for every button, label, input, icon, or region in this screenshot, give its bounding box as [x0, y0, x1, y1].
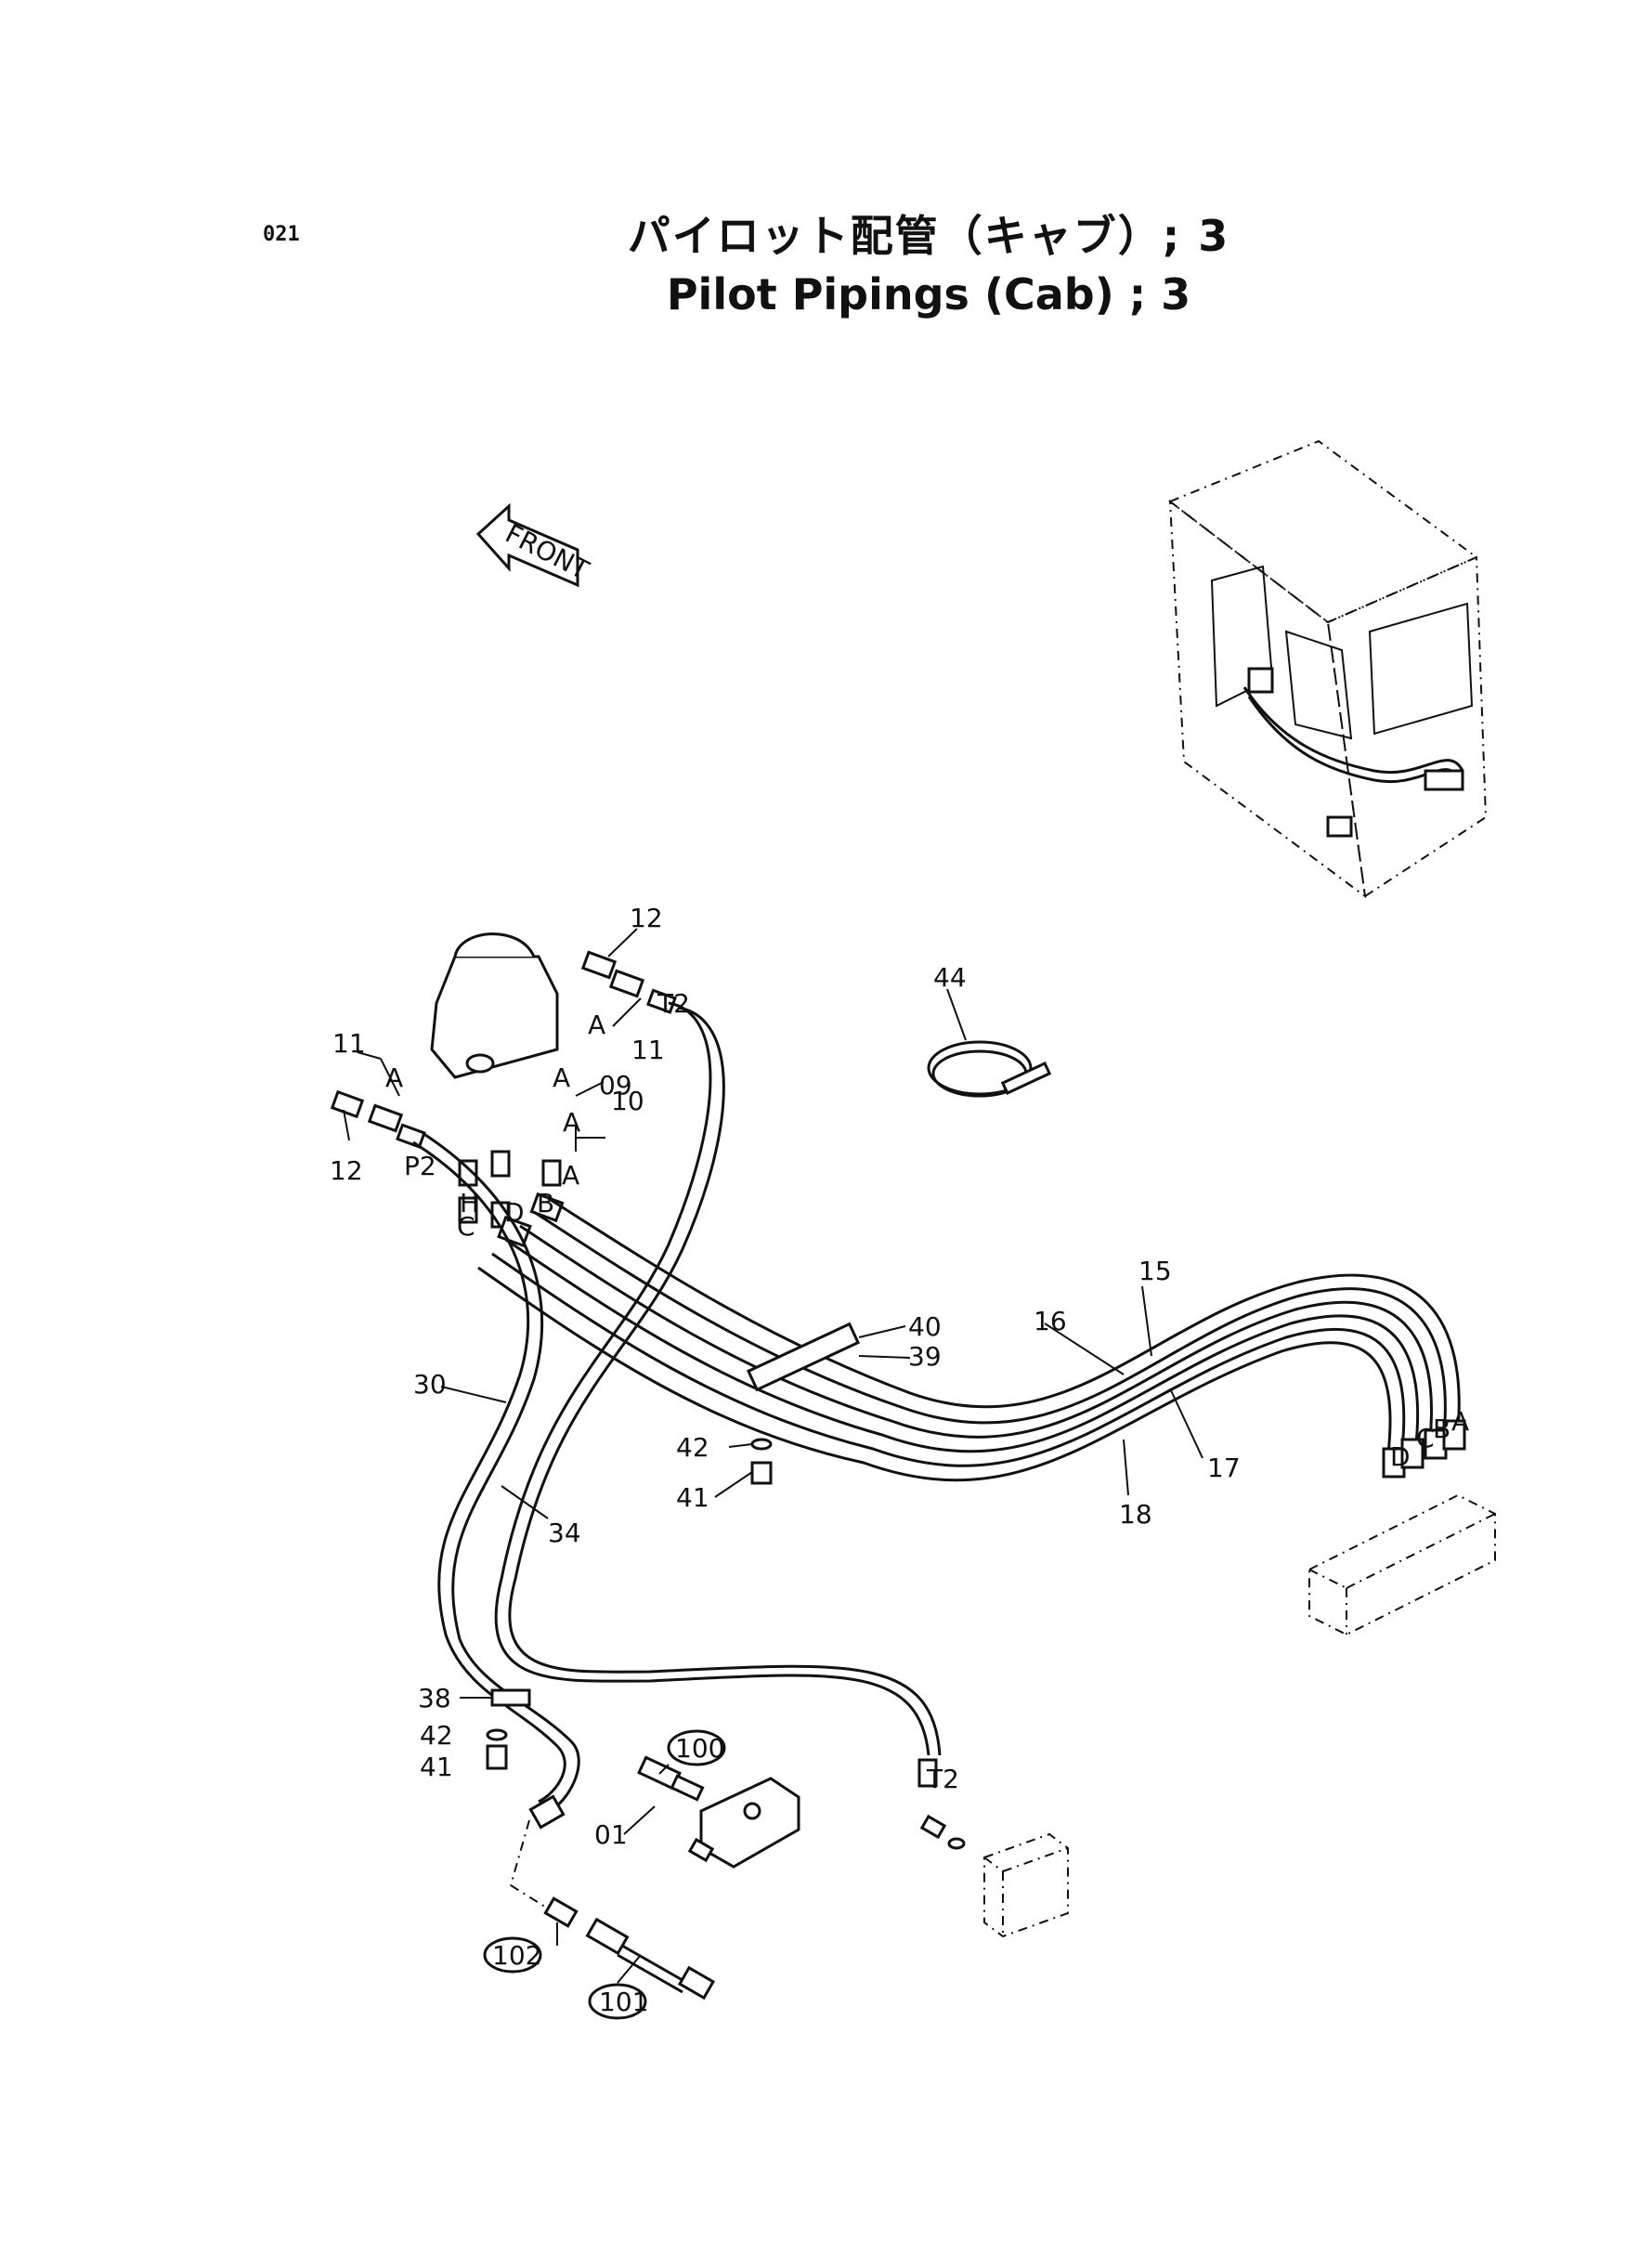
- label-09: 09: [599, 1070, 632, 1101]
- page-title-japanese: パイロット配管（キャブ）; 3: [627, 211, 1230, 261]
- label-12-upper: 12: [630, 903, 663, 933]
- callout-101: 101: [588, 1983, 648, 2020]
- port-a-left: A: [385, 1062, 403, 1093]
- valve-01: [637, 1755, 800, 1869]
- control-valve-block: [1308, 1419, 1496, 1636]
- front-arrow-icon: FRONT: [475, 502, 594, 588]
- hose-34-return-b: [508, 1006, 942, 1756]
- hose-assembly-101: [585, 1917, 716, 2000]
- leader-lines: [343, 928, 1203, 1984]
- fitting-102: [543, 1896, 579, 1928]
- label-17: 17: [1207, 1453, 1241, 1483]
- hose-30: [412, 1140, 566, 1804]
- hose-34-return: [494, 1001, 930, 1756]
- bolt-washer-41-42-upper: [750, 1438, 773, 1485]
- port-a-valve: A: [553, 1062, 570, 1093]
- label-p2: P2: [404, 1151, 436, 1181]
- label-t2-upper: T2: [657, 988, 690, 1019]
- port-b: B: [537, 1188, 554, 1218]
- label-42-lower: 42: [420, 1720, 453, 1751]
- connector-d: D: [1390, 1441, 1411, 1472]
- cable-tie-44: [927, 1040, 1052, 1098]
- port-a-upper: A: [588, 1010, 605, 1040]
- bolt-washer-41-42-lower: [486, 1728, 508, 1770]
- callout-100: 100: [667, 1729, 726, 1766]
- label-15: 15: [1138, 1256, 1172, 1286]
- label-44: 44: [933, 962, 967, 993]
- port-d: D: [504, 1197, 525, 1228]
- port-a-lower: A: [562, 1160, 579, 1191]
- port-c: C: [457, 1211, 475, 1242]
- label-41-lower: 41: [420, 1752, 453, 1782]
- port-a-mid: A: [563, 1107, 580, 1138]
- label-11-right: 11: [631, 1035, 665, 1065]
- svg-text:102: 102: [492, 1940, 541, 1971]
- label-18: 18: [1119, 1499, 1152, 1530]
- pilot-valve: [430, 932, 559, 1079]
- bracket-39-40: [746, 1322, 861, 1392]
- label-11-left: 11: [332, 1028, 366, 1059]
- label-40: 40: [908, 1311, 942, 1342]
- label-12-lower: 12: [330, 1155, 363, 1186]
- label-34: 34: [548, 1518, 581, 1548]
- svg-text:100: 100: [675, 1733, 724, 1764]
- connector-b: B: [1433, 1414, 1450, 1444]
- page-title-english: Pilot Pipings (Cab) ; 3: [666, 269, 1191, 319]
- cab-overview-illustration: [1168, 439, 1488, 899]
- hose-30-b: [422, 1131, 580, 1811]
- label-38: 38: [418, 1683, 451, 1713]
- callout-102: 102: [483, 1936, 542, 1974]
- connector-c: C: [1416, 1423, 1435, 1453]
- label-41-upper: 41: [676, 1482, 709, 1513]
- label-10: 10: [611, 1086, 644, 1116]
- label-42-upper: 42: [676, 1432, 709, 1463]
- label-01: 01: [594, 1819, 628, 1850]
- label-30: 30: [413, 1369, 447, 1400]
- svg-text:101: 101: [599, 1987, 648, 2017]
- tank-box: [917, 1758, 1069, 1938]
- front-label: FRONT: [501, 518, 594, 586]
- pilot-hose-bundle: [477, 1196, 1461, 1482]
- fitting-lower-hose-end: [528, 1794, 566, 1830]
- label-39: 39: [908, 1341, 942, 1372]
- label-t2-lower: T2: [926, 1764, 959, 1794]
- clamp-38: [490, 1688, 531, 1707]
- page-number: 021: [263, 223, 300, 246]
- fittings-cluster: [330, 950, 677, 1248]
- port-h: H: [460, 1188, 479, 1218]
- connector-a: A: [1451, 1406, 1469, 1437]
- label-16: 16: [1034, 1306, 1067, 1336]
